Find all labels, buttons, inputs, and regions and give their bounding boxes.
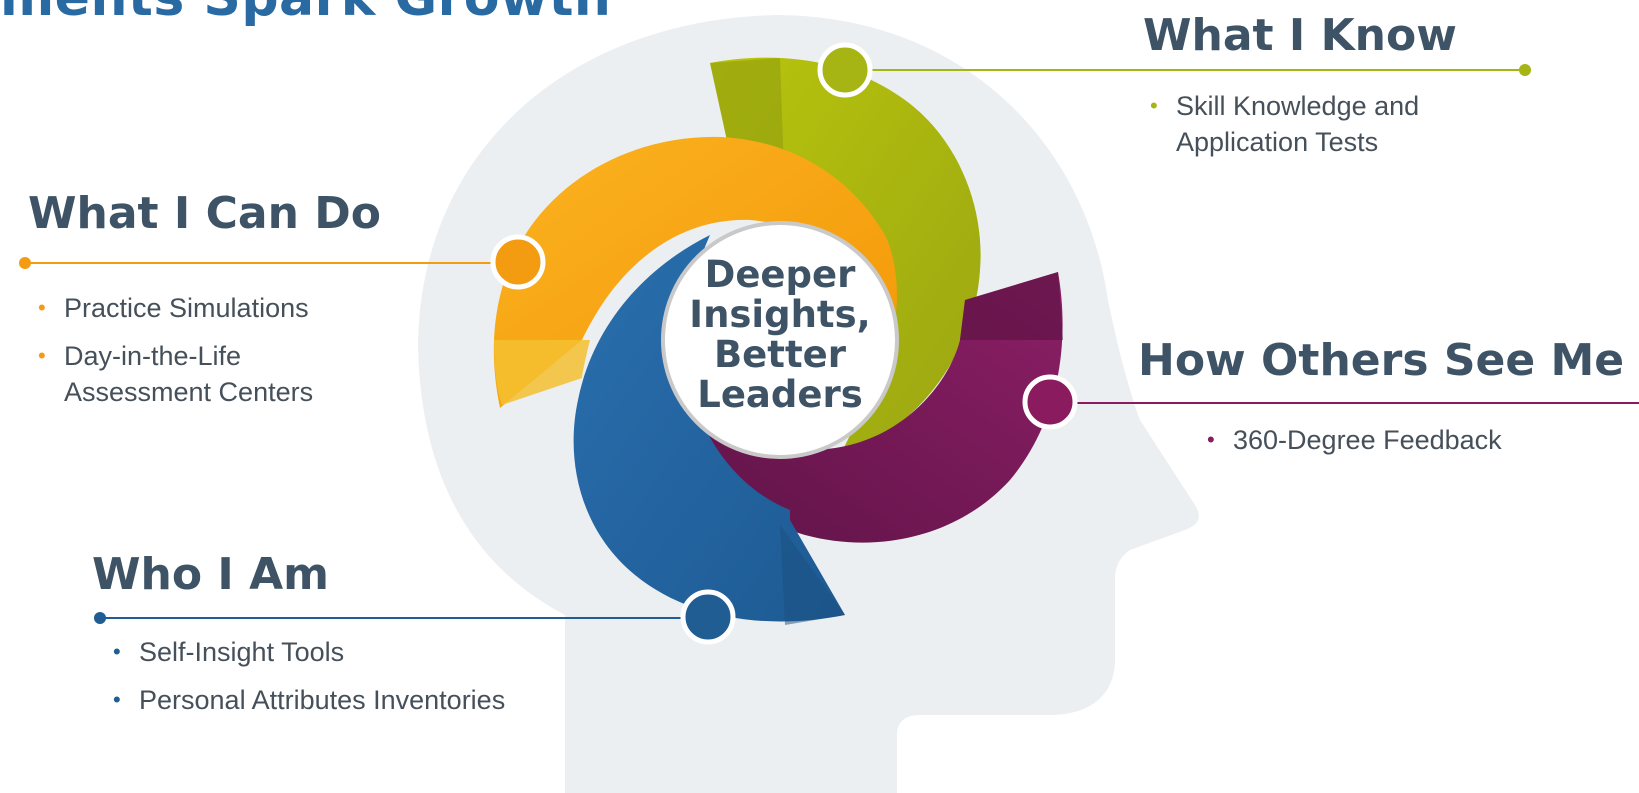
center-circle bbox=[661, 221, 899, 459]
heading-what-i-know: What I Know bbox=[1143, 10, 1457, 61]
bullet-dot: • bbox=[38, 343, 46, 368]
bullet-dot: • bbox=[1150, 93, 1158, 118]
node-others bbox=[1022, 374, 1078, 430]
list-item: • Practice Simulations bbox=[38, 290, 358, 326]
page-title: ments Spark Growth bbox=[0, 0, 611, 24]
list-who-i-am: • Self-Insight Tools • Personal Attribut… bbox=[113, 634, 573, 730]
connector-lines bbox=[19, 64, 1639, 624]
swirl-petal-others bbox=[670, 272, 1063, 543]
list-item-text: Skill Knowledge and Application Tests bbox=[1176, 91, 1420, 157]
heading-how-others-see-me: How Others See Me bbox=[1138, 335, 1625, 386]
list-what-i-can-do: • Practice Simulations • Day-in-the-Life… bbox=[38, 290, 358, 422]
node-know bbox=[817, 42, 873, 98]
list-item-text: Self-Insight Tools bbox=[139, 637, 345, 667]
node-who bbox=[680, 589, 736, 645]
swirl-petal-can-do bbox=[493, 136, 897, 408]
list-item: • Personal Attributes Inventories bbox=[113, 682, 573, 718]
heading-who-i-am: Who I Am bbox=[92, 549, 329, 600]
center-label: Deeper Insights, Better Leaders bbox=[689, 253, 871, 416]
list-how-others-see-me: • 360-Degree Feedback bbox=[1207, 422, 1567, 470]
list-what-i-know: • Skill Knowledge and Application Tests bbox=[1150, 88, 1480, 172]
bullet-dot: • bbox=[38, 295, 46, 320]
bullet-dot: • bbox=[1207, 427, 1215, 452]
heading-what-i-can-do: What I Can Do bbox=[28, 188, 381, 239]
swirl-petal-who bbox=[573, 235, 845, 625]
list-item-text: 360-Degree Feedback bbox=[1233, 425, 1502, 455]
list-item-text: Practice Simulations bbox=[64, 293, 309, 323]
node-can-do bbox=[490, 234, 546, 290]
list-item-text: Personal Attributes Inventories bbox=[139, 685, 506, 715]
list-item: • 360-Degree Feedback bbox=[1207, 422, 1567, 458]
list-item-text: Day-in-the-Life Assessment Centers bbox=[64, 341, 314, 407]
bullet-dot: • bbox=[113, 639, 121, 664]
list-item: • Day-in-the-Life Assessment Centers bbox=[38, 338, 358, 410]
list-item: • Self-Insight Tools bbox=[113, 634, 573, 670]
bullet-dot: • bbox=[113, 687, 121, 712]
list-item: • Skill Knowledge and Application Tests bbox=[1150, 88, 1480, 160]
